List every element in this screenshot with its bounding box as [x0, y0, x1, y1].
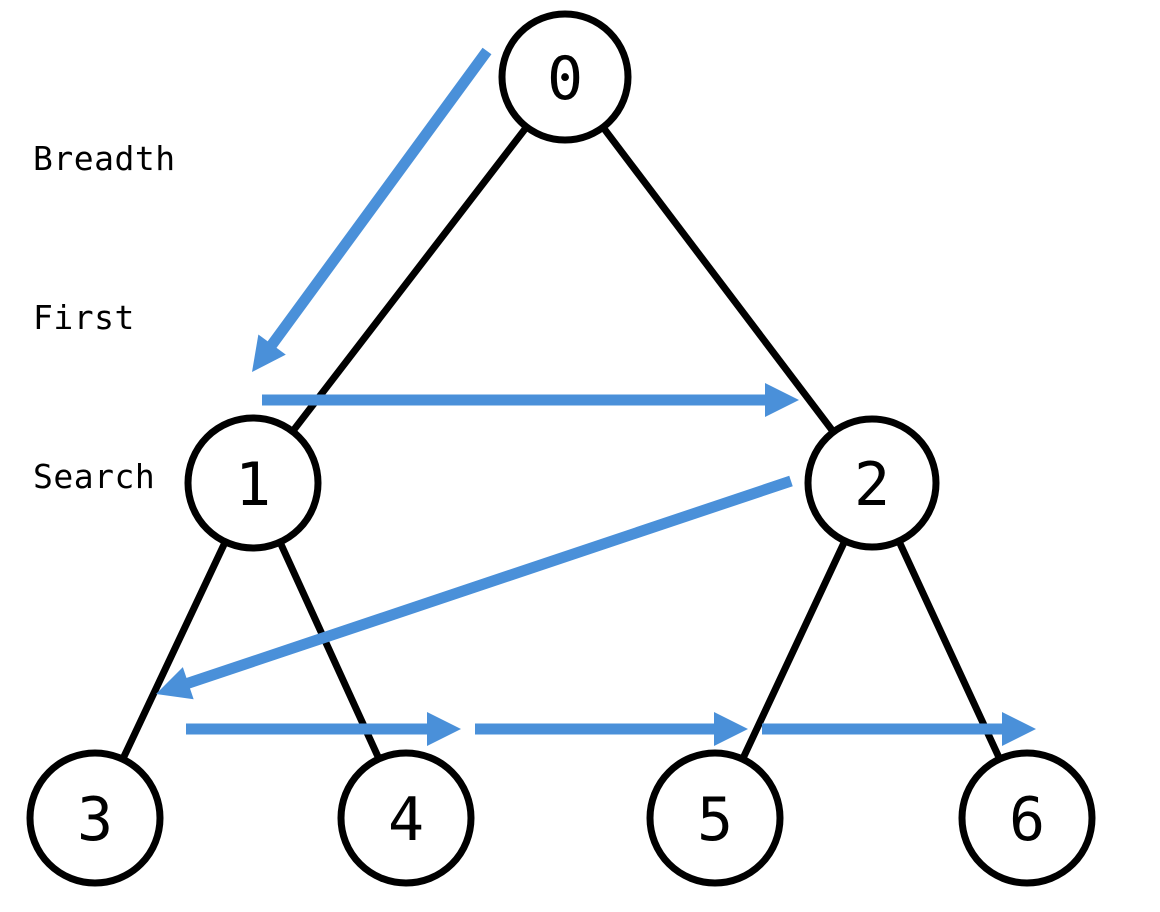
bfs-arrow-head-6	[1002, 712, 1036, 746]
tree-node-layer: 0 1 2 3 4 5 6	[26, 10, 1096, 887]
title-line-1: Breadth	[33, 139, 176, 178]
tree-edge-0-1	[288, 123, 531, 436]
graph-node-1[interactable]: 1	[184, 414, 322, 552]
bfs-arrow-head-1	[252, 334, 286, 372]
bfs-arrow-2-to-3	[156, 475, 793, 700]
node-circle-6[interactable]	[958, 749, 1096, 887]
node-label-2: 2	[854, 450, 890, 520]
graph-node-2[interactable]: 2	[804, 415, 940, 551]
node-label-6: 6	[1009, 785, 1045, 855]
bfs-arrow-head-4	[427, 712, 461, 746]
bfs-arrow-head-5	[714, 712, 748, 746]
bfs-arrow-5-to-6	[762, 712, 1036, 746]
node-circle-4[interactable]	[337, 749, 475, 887]
tree-edge-1-3	[118, 538, 230, 763]
node-circle-0[interactable]	[498, 10, 632, 144]
title-line-2: First	[33, 298, 135, 337]
node-circle-1[interactable]	[184, 414, 322, 552]
title-line-3: Search	[33, 457, 156, 496]
node-circle-2[interactable]	[804, 415, 940, 551]
tree-edge-0-2	[598, 123, 838, 436]
graph-node-3[interactable]: 3	[26, 749, 164, 887]
bfs-arrow-4-to-5	[475, 712, 748, 746]
bfs-arrow-layer	[156, 47, 1036, 746]
page-title: Breadth First Search	[33, 26, 176, 609]
graph-node-5[interactable]: 5	[646, 749, 784, 887]
bfs-arrow-shaft-1	[265, 47, 492, 351]
node-label-3: 3	[77, 785, 113, 855]
bfs-arrow-1-to-2	[262, 383, 799, 417]
node-label-0: 0	[547, 44, 583, 114]
graph-node-0[interactable]: 0	[498, 10, 632, 144]
graph-node-4[interactable]: 4	[337, 749, 475, 887]
tree-edge-2-5	[738, 537, 849, 763]
bfs-arrow-0-to-1	[252, 47, 492, 372]
bfs-arrow-head-3	[156, 667, 194, 700]
node-circle-5[interactable]	[646, 749, 784, 887]
node-label-1: 1	[235, 450, 271, 520]
node-circle-3[interactable]	[26, 749, 164, 887]
bfs-arrow-head-2	[765, 383, 799, 417]
node-label-5: 5	[697, 785, 733, 855]
graph-node-6[interactable]: 6	[958, 749, 1096, 887]
bfs-arrow-3-to-4	[186, 712, 461, 746]
bfs-arrow-shaft-3	[183, 475, 793, 690]
node-label-4: 4	[388, 785, 424, 855]
